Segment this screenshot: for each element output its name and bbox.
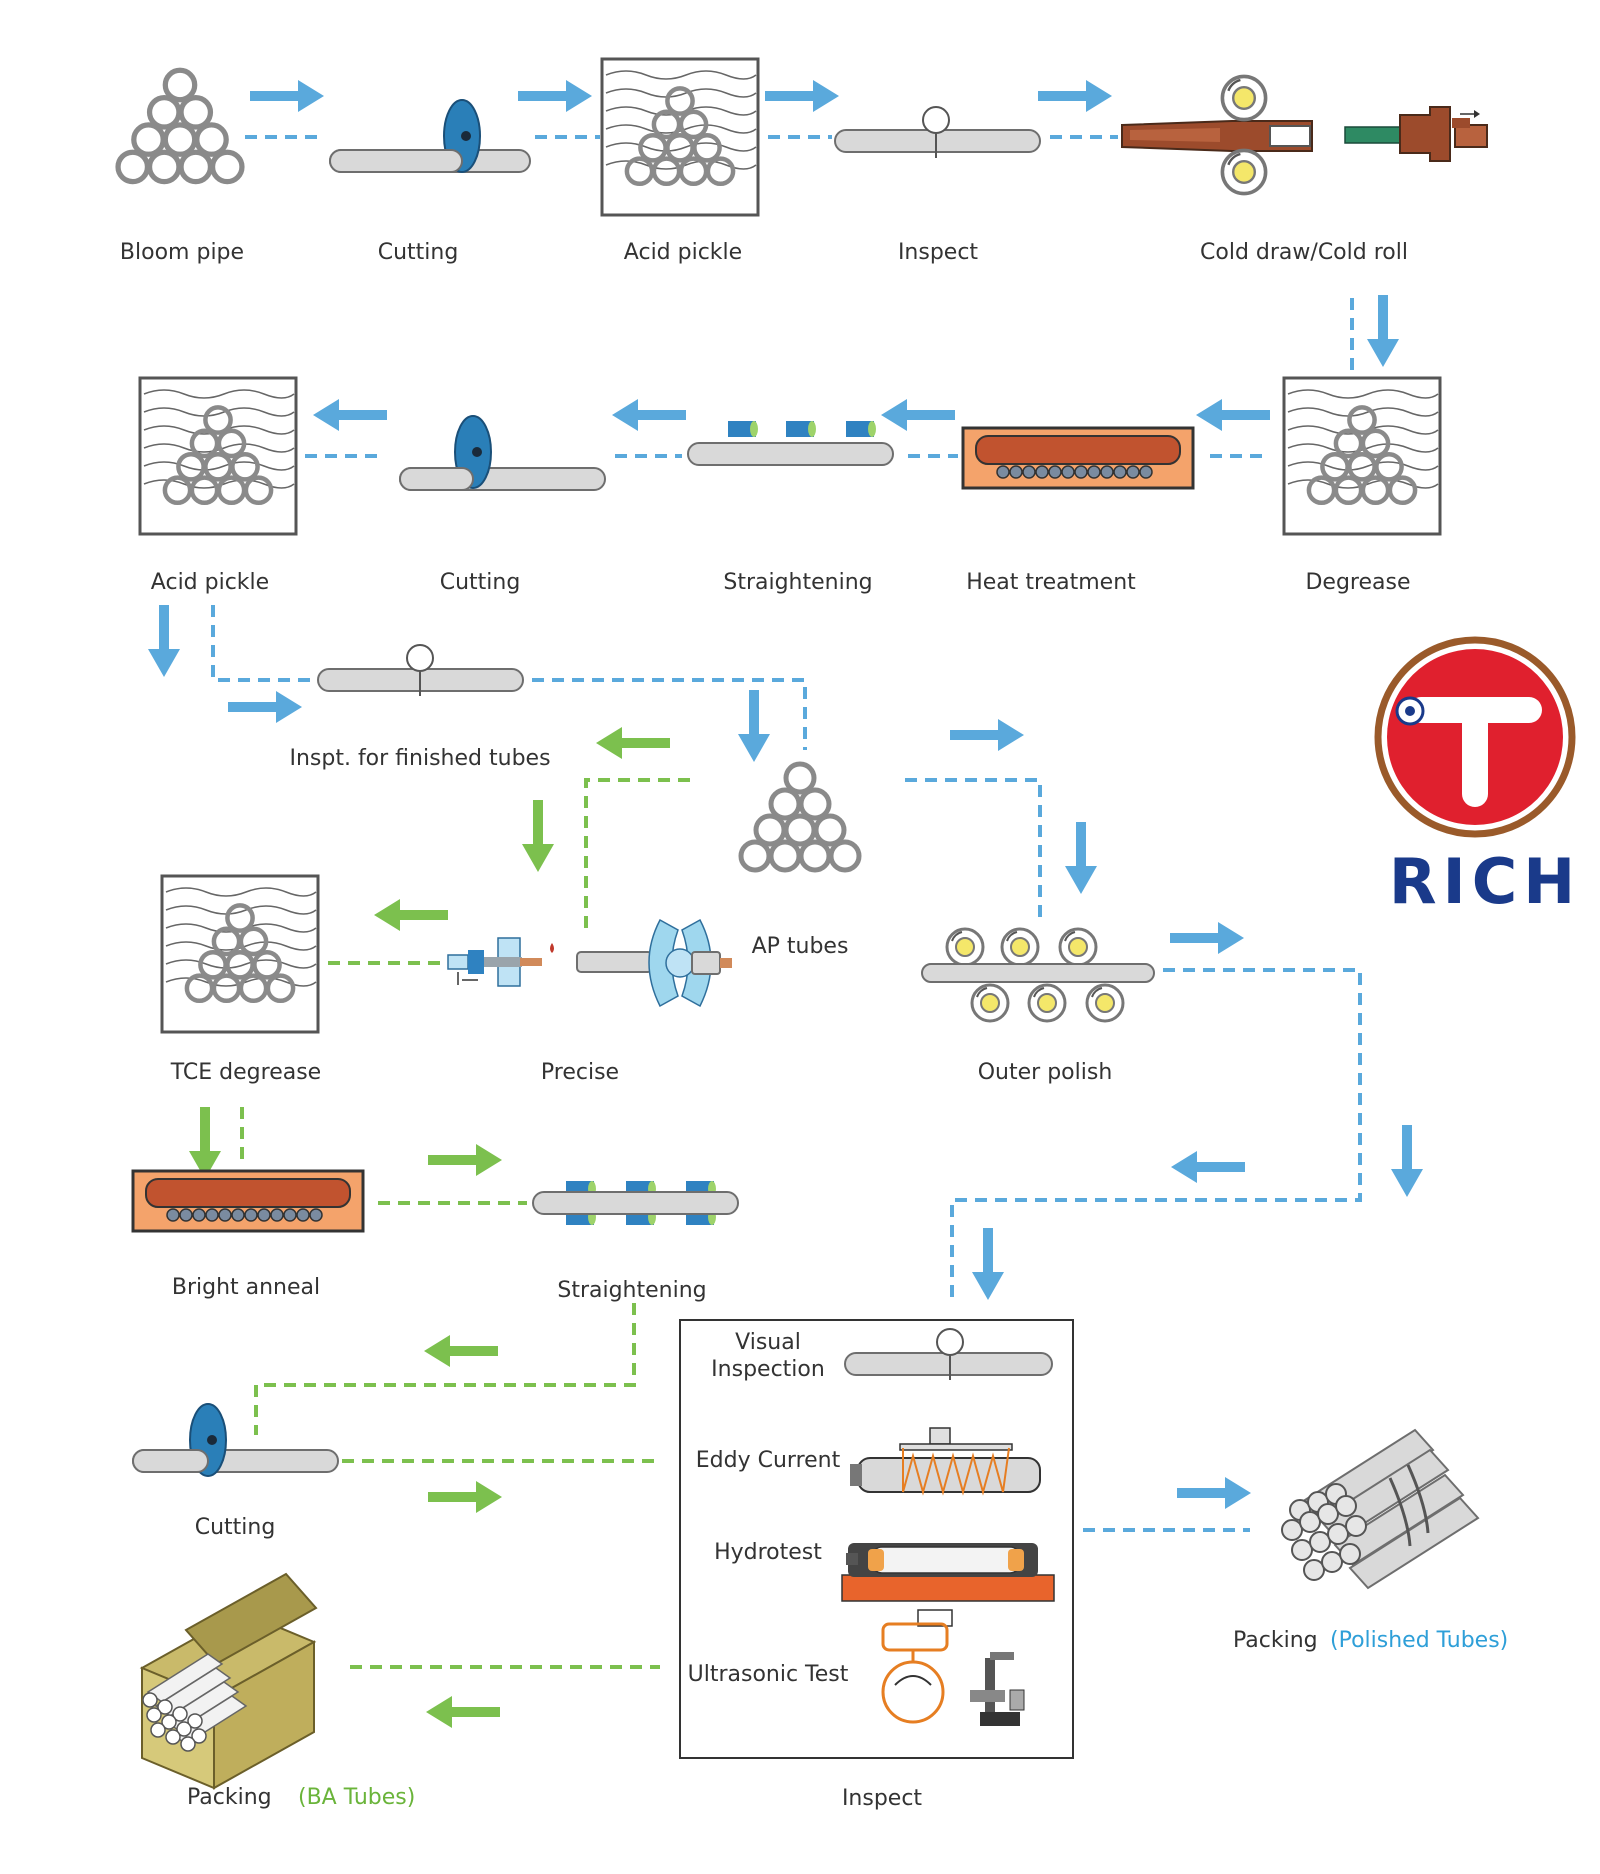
cutting-wheel-icon-2 [399,415,606,491]
inspect-magnifier-icon [834,106,1041,159]
cold-roll-icon [1121,74,1313,196]
precise-drawing-icon [447,918,732,1008]
inspect-finished-magnifier-icon [317,644,524,697]
tube-bundle-icon [1281,1428,1480,1590]
bloom-pipe-icon [118,70,242,181]
visual-inspection-line2: Inspection [711,1357,825,1382]
inspect-box-label: Inspect [841,1786,923,1811]
cutting-wheel-icon-3 [132,1403,339,1477]
hydrotest-label: Hydrotest [714,1540,822,1565]
ap-tubes-pyramid-icon [741,764,859,870]
tce-degrease-tank-icon [162,876,318,1032]
visual-inspection-icon [844,1328,1053,1381]
eddy-coil-icon [850,1427,1041,1496]
eddy-current-label: Eddy Current [695,1448,841,1473]
packing-polished-label: Packing [1233,1628,1318,1653]
packing-box-icon [139,1572,318,1790]
bloom-pipe-label: Bloom pipe [119,240,245,265]
inspect-box [679,1319,1074,1759]
degrease-label: Degrease [1305,570,1411,595]
packing-polished-note: (Polished Tubes) [1330,1628,1509,1653]
precise-label: Precise [540,1060,620,1085]
ap-tubes-label: AP tubes [751,934,849,959]
packing-ba-label: Packing [187,1785,272,1810]
hydrotest-icon [841,1543,1055,1602]
cutting-label-2: Cutting [439,570,521,595]
rich-logo-icon [1374,636,1576,838]
tce-degrease-label: TCE degrease [170,1060,322,1085]
heat-treatment-label: Heat treatment [966,570,1136,595]
acid-pickle-label-2: Acid pickle [150,570,270,595]
straightener-icon [687,421,894,466]
degrease-tank-icon [1284,378,1440,534]
blue-flow-lines [211,135,1362,1532]
heat-treatment-furnace-icon [961,426,1195,490]
bright-anneal-furnace-icon [131,1169,365,1233]
blue-arrows [148,80,1423,1509]
inspect-label-1: Inspect [897,240,979,265]
cold-draw-die-icon [1344,106,1488,162]
straightener-icon-2 [532,1181,739,1225]
green-arrows [189,727,670,1728]
rich-logo-text: RICH [1388,845,1582,918]
outer-polish-label: Outer polish [977,1060,1113,1085]
inspt-finished-label: Inspt. for finished tubes [289,746,551,771]
cutting-label-1: Cutting [377,240,459,265]
outer-polish-rollers-icon [921,927,1155,1023]
straightening-label-1: Straightening [723,570,873,595]
green-flow-lines [240,778,690,1669]
straightening-label-2: Straightening [557,1278,707,1303]
acid-pickle-label-1: Acid pickle [623,240,743,265]
pickle-tank-icon-2 [140,378,296,534]
ultrasonic-icon [881,1609,1025,1726]
bright-anneal-label: Bright anneal [171,1275,321,1300]
cutting-label-3: Cutting [194,1515,276,1540]
cutting-wheel-icon [329,99,531,173]
visual-inspection-line1: Visual [735,1330,801,1355]
ultrasonic-test-label: Ultrasonic Test [687,1662,849,1687]
cold-draw-label: Cold draw/Cold roll [1200,240,1408,265]
pickle-tank-icon [602,59,758,215]
packing-ba-note: (BA Tubes) [298,1785,416,1810]
